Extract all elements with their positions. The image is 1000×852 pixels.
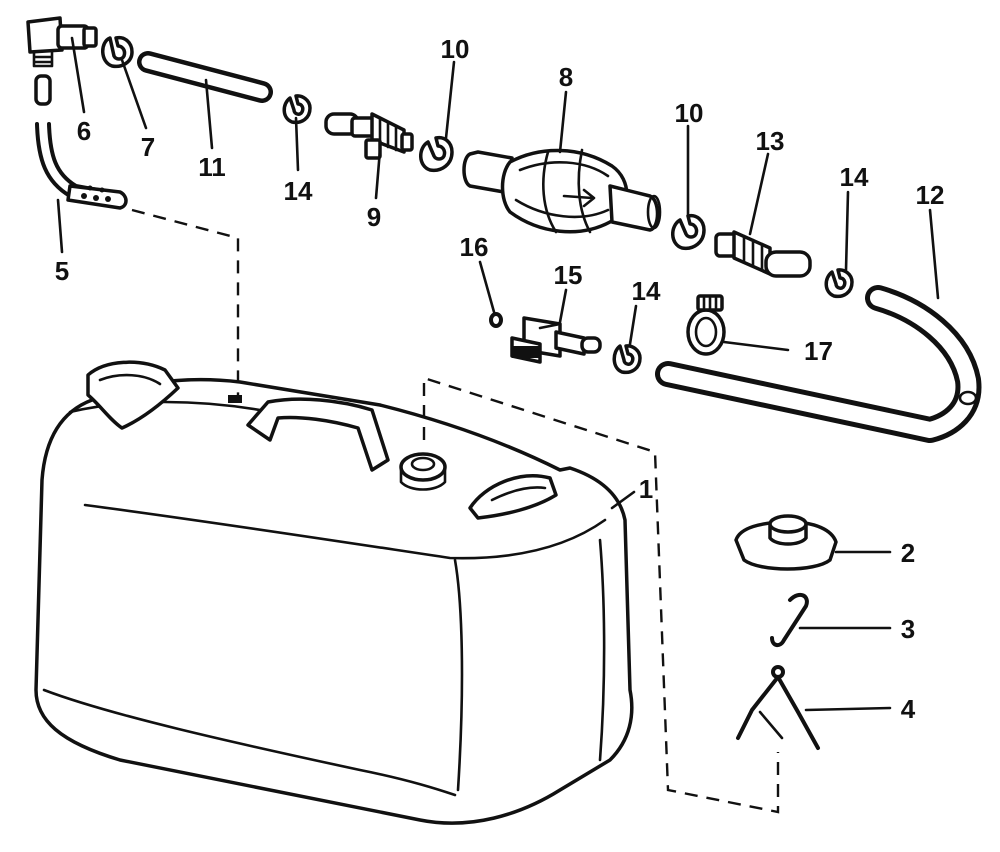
fuel-pickup-assembly xyxy=(26,16,128,210)
callout-6: 6 xyxy=(77,116,91,146)
clamp-14-right xyxy=(824,268,854,299)
callout-14-left: 14 xyxy=(284,176,313,206)
callout-labels: 6 7 11 14 9 10 8 10 13 14 12 16 15 14 17… xyxy=(55,34,945,724)
connector-9 xyxy=(324,112,414,160)
callout-8: 8 xyxy=(559,62,573,92)
hose-12 xyxy=(655,285,982,443)
callout-14-right: 14 xyxy=(840,162,869,192)
retainer-4 xyxy=(736,665,820,750)
connector-15 xyxy=(510,316,602,364)
hose-clamp-17 xyxy=(686,294,726,356)
callout-10-right: 10 xyxy=(675,98,704,128)
assembly-lines xyxy=(131,208,780,814)
callout-3: 3 xyxy=(901,614,915,644)
fuel-tank xyxy=(34,360,634,825)
o-ring-16 xyxy=(489,312,503,328)
hose-11 xyxy=(137,51,273,103)
callout-2: 2 xyxy=(901,538,915,568)
callout-9: 9 xyxy=(367,202,381,232)
clamp-10-left xyxy=(419,135,454,173)
filler-cap-2 xyxy=(734,514,838,571)
callout-12: 12 xyxy=(916,180,945,210)
leader-lines xyxy=(56,36,940,712)
callout-13: 13 xyxy=(756,126,785,156)
hook-3 xyxy=(770,592,809,647)
clamp-14-left xyxy=(282,94,312,125)
clamp-7 xyxy=(101,35,134,69)
callout-1: 1 xyxy=(639,474,653,504)
clamp-10-right xyxy=(671,213,706,251)
connector-13 xyxy=(714,230,812,278)
callout-14-lower: 14 xyxy=(632,276,661,306)
callout-11: 11 xyxy=(198,152,226,182)
callout-16: 16 xyxy=(460,232,489,262)
callout-5: 5 xyxy=(55,256,69,286)
callout-10-left: 10 xyxy=(441,34,470,64)
callout-7: 7 xyxy=(141,132,155,162)
primer-bulb-8 xyxy=(462,148,662,234)
callout-17: 17 xyxy=(804,336,833,366)
callout-4: 4 xyxy=(901,694,916,724)
clamp-14-lower xyxy=(612,344,642,375)
callout-15: 15 xyxy=(554,260,583,290)
